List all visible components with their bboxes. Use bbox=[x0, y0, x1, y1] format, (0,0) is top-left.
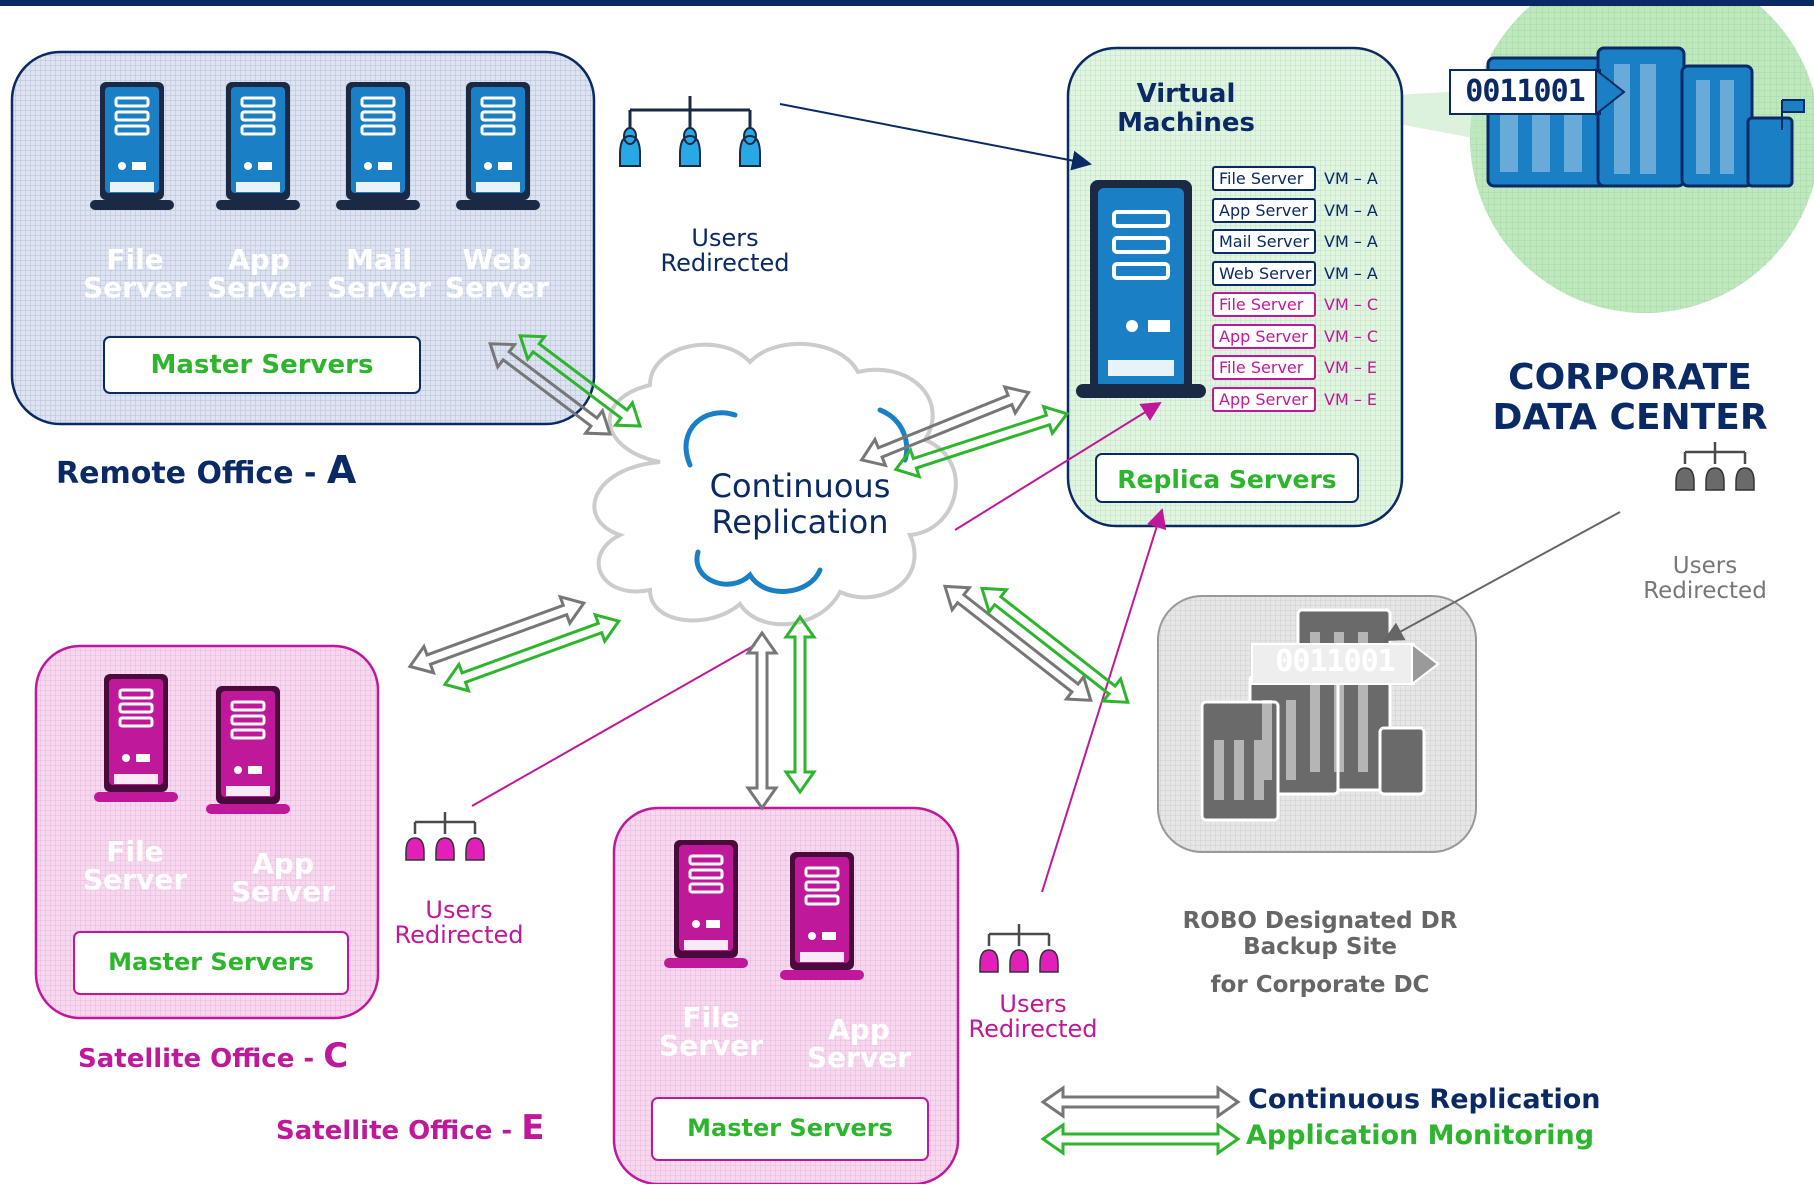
robo-buildings-icon bbox=[1200, 608, 1440, 822]
vm-tag: VM – A bbox=[1324, 263, 1378, 283]
vm-tag: VM – A bbox=[1324, 232, 1378, 251]
binary-label: 0011001 bbox=[1275, 644, 1395, 679]
web-server-icon bbox=[454, 80, 542, 212]
master-servers-box-a bbox=[103, 336, 421, 394]
users-icon bbox=[618, 94, 762, 168]
vm-row: File Server VM – A bbox=[1212, 166, 1378, 191]
server-caption: File Server bbox=[82, 835, 187, 896]
vm-row: Web Server VM – A bbox=[1212, 260, 1378, 286]
vm-tag: VM – C bbox=[1324, 295, 1379, 314]
vm-row: File Server VM – C bbox=[1212, 292, 1379, 317]
legend-monitoring-label: Application Monitoring bbox=[1246, 1120, 1595, 1151]
legend-replication-arrow bbox=[1040, 1085, 1241, 1119]
mail-server-icon bbox=[334, 80, 422, 212]
replication-arrows bbox=[407, 334, 1241, 1156]
vm-tag: VM – A bbox=[1324, 169, 1378, 188]
vm-row: App Server VM – C bbox=[1212, 323, 1379, 349]
vm-server-name: File Server bbox=[1212, 166, 1316, 191]
vm-server-name: App Server bbox=[1212, 323, 1316, 349]
file-server-icon bbox=[92, 672, 180, 804]
legend-monitoring-arrow bbox=[1040, 1122, 1241, 1156]
master-servers-box-c bbox=[73, 931, 349, 995]
binary-label: 0011001 bbox=[1465, 74, 1585, 109]
replica-server-icon bbox=[1076, 180, 1206, 398]
satellite-office-e-title: Satellite Office - E bbox=[276, 1108, 545, 1148]
vm-server-name: App Server bbox=[1212, 386, 1316, 412]
users-icon bbox=[978, 922, 1060, 974]
master-servers-label: Master Servers bbox=[150, 350, 374, 380]
server-caption: App Server bbox=[806, 1013, 911, 1074]
users-icon bbox=[1674, 440, 1756, 492]
file-server-icon bbox=[662, 838, 750, 970]
corporate-buildings-icon bbox=[1449, 46, 1805, 188]
vm-server-name: Mail Server bbox=[1212, 229, 1316, 254]
server-caption: App Server bbox=[206, 243, 311, 304]
vm-tag: VM – E bbox=[1324, 358, 1378, 377]
app-server-icon bbox=[214, 80, 302, 212]
replica-servers-box bbox=[1095, 453, 1359, 503]
server-caption: App Server bbox=[230, 847, 335, 908]
redirect-arrow-robo bbox=[1383, 511, 1621, 641]
replica-servers-label: Replica Servers bbox=[1117, 465, 1337, 494]
vm-server-name: File Server bbox=[1212, 355, 1316, 380]
file-server-icon bbox=[88, 80, 176, 212]
vm-row: Mail Server VM – A bbox=[1212, 229, 1378, 254]
vm-server-name: Web Server bbox=[1212, 260, 1316, 286]
server-caption: Web Server bbox=[444, 243, 549, 304]
redirect-arrow bbox=[779, 103, 1092, 171]
vm-row: App Server VM – E bbox=[1212, 386, 1378, 412]
redirect-arrow-c bbox=[954, 401, 1162, 531]
vm-row: App Server VM – A bbox=[1212, 197, 1378, 223]
vm-server-name: File Server bbox=[1212, 292, 1316, 317]
users-icon bbox=[404, 810, 486, 862]
remote-office-a-title: Remote Office - A bbox=[56, 448, 357, 492]
master-servers-label: Master Servers bbox=[687, 1114, 893, 1142]
vm-tag: VM – A bbox=[1324, 200, 1378, 220]
vm-server-name: App Server bbox=[1212, 197, 1316, 223]
satellite-office-c-title: Satellite Office - C bbox=[78, 1036, 349, 1076]
redirect-line-c bbox=[471, 644, 756, 807]
app-server-icon bbox=[778, 850, 866, 982]
vm-row: File Server VM – E bbox=[1212, 355, 1378, 380]
app-server-icon bbox=[204, 684, 292, 816]
vm-tag: VM – E bbox=[1324, 389, 1378, 409]
legend-replication-label: Continuous Replication bbox=[1248, 1084, 1601, 1115]
master-servers-box-e bbox=[651, 1097, 929, 1161]
top-bar bbox=[0, 0, 1814, 6]
vm-tag: VM – C bbox=[1324, 326, 1379, 346]
server-caption: File Server bbox=[658, 1001, 763, 1062]
server-caption: File Server bbox=[82, 243, 187, 304]
cloud-icon bbox=[592, 341, 958, 627]
master-servers-label: Master Servers bbox=[108, 948, 314, 976]
server-caption: Mail Server bbox=[326, 243, 431, 304]
